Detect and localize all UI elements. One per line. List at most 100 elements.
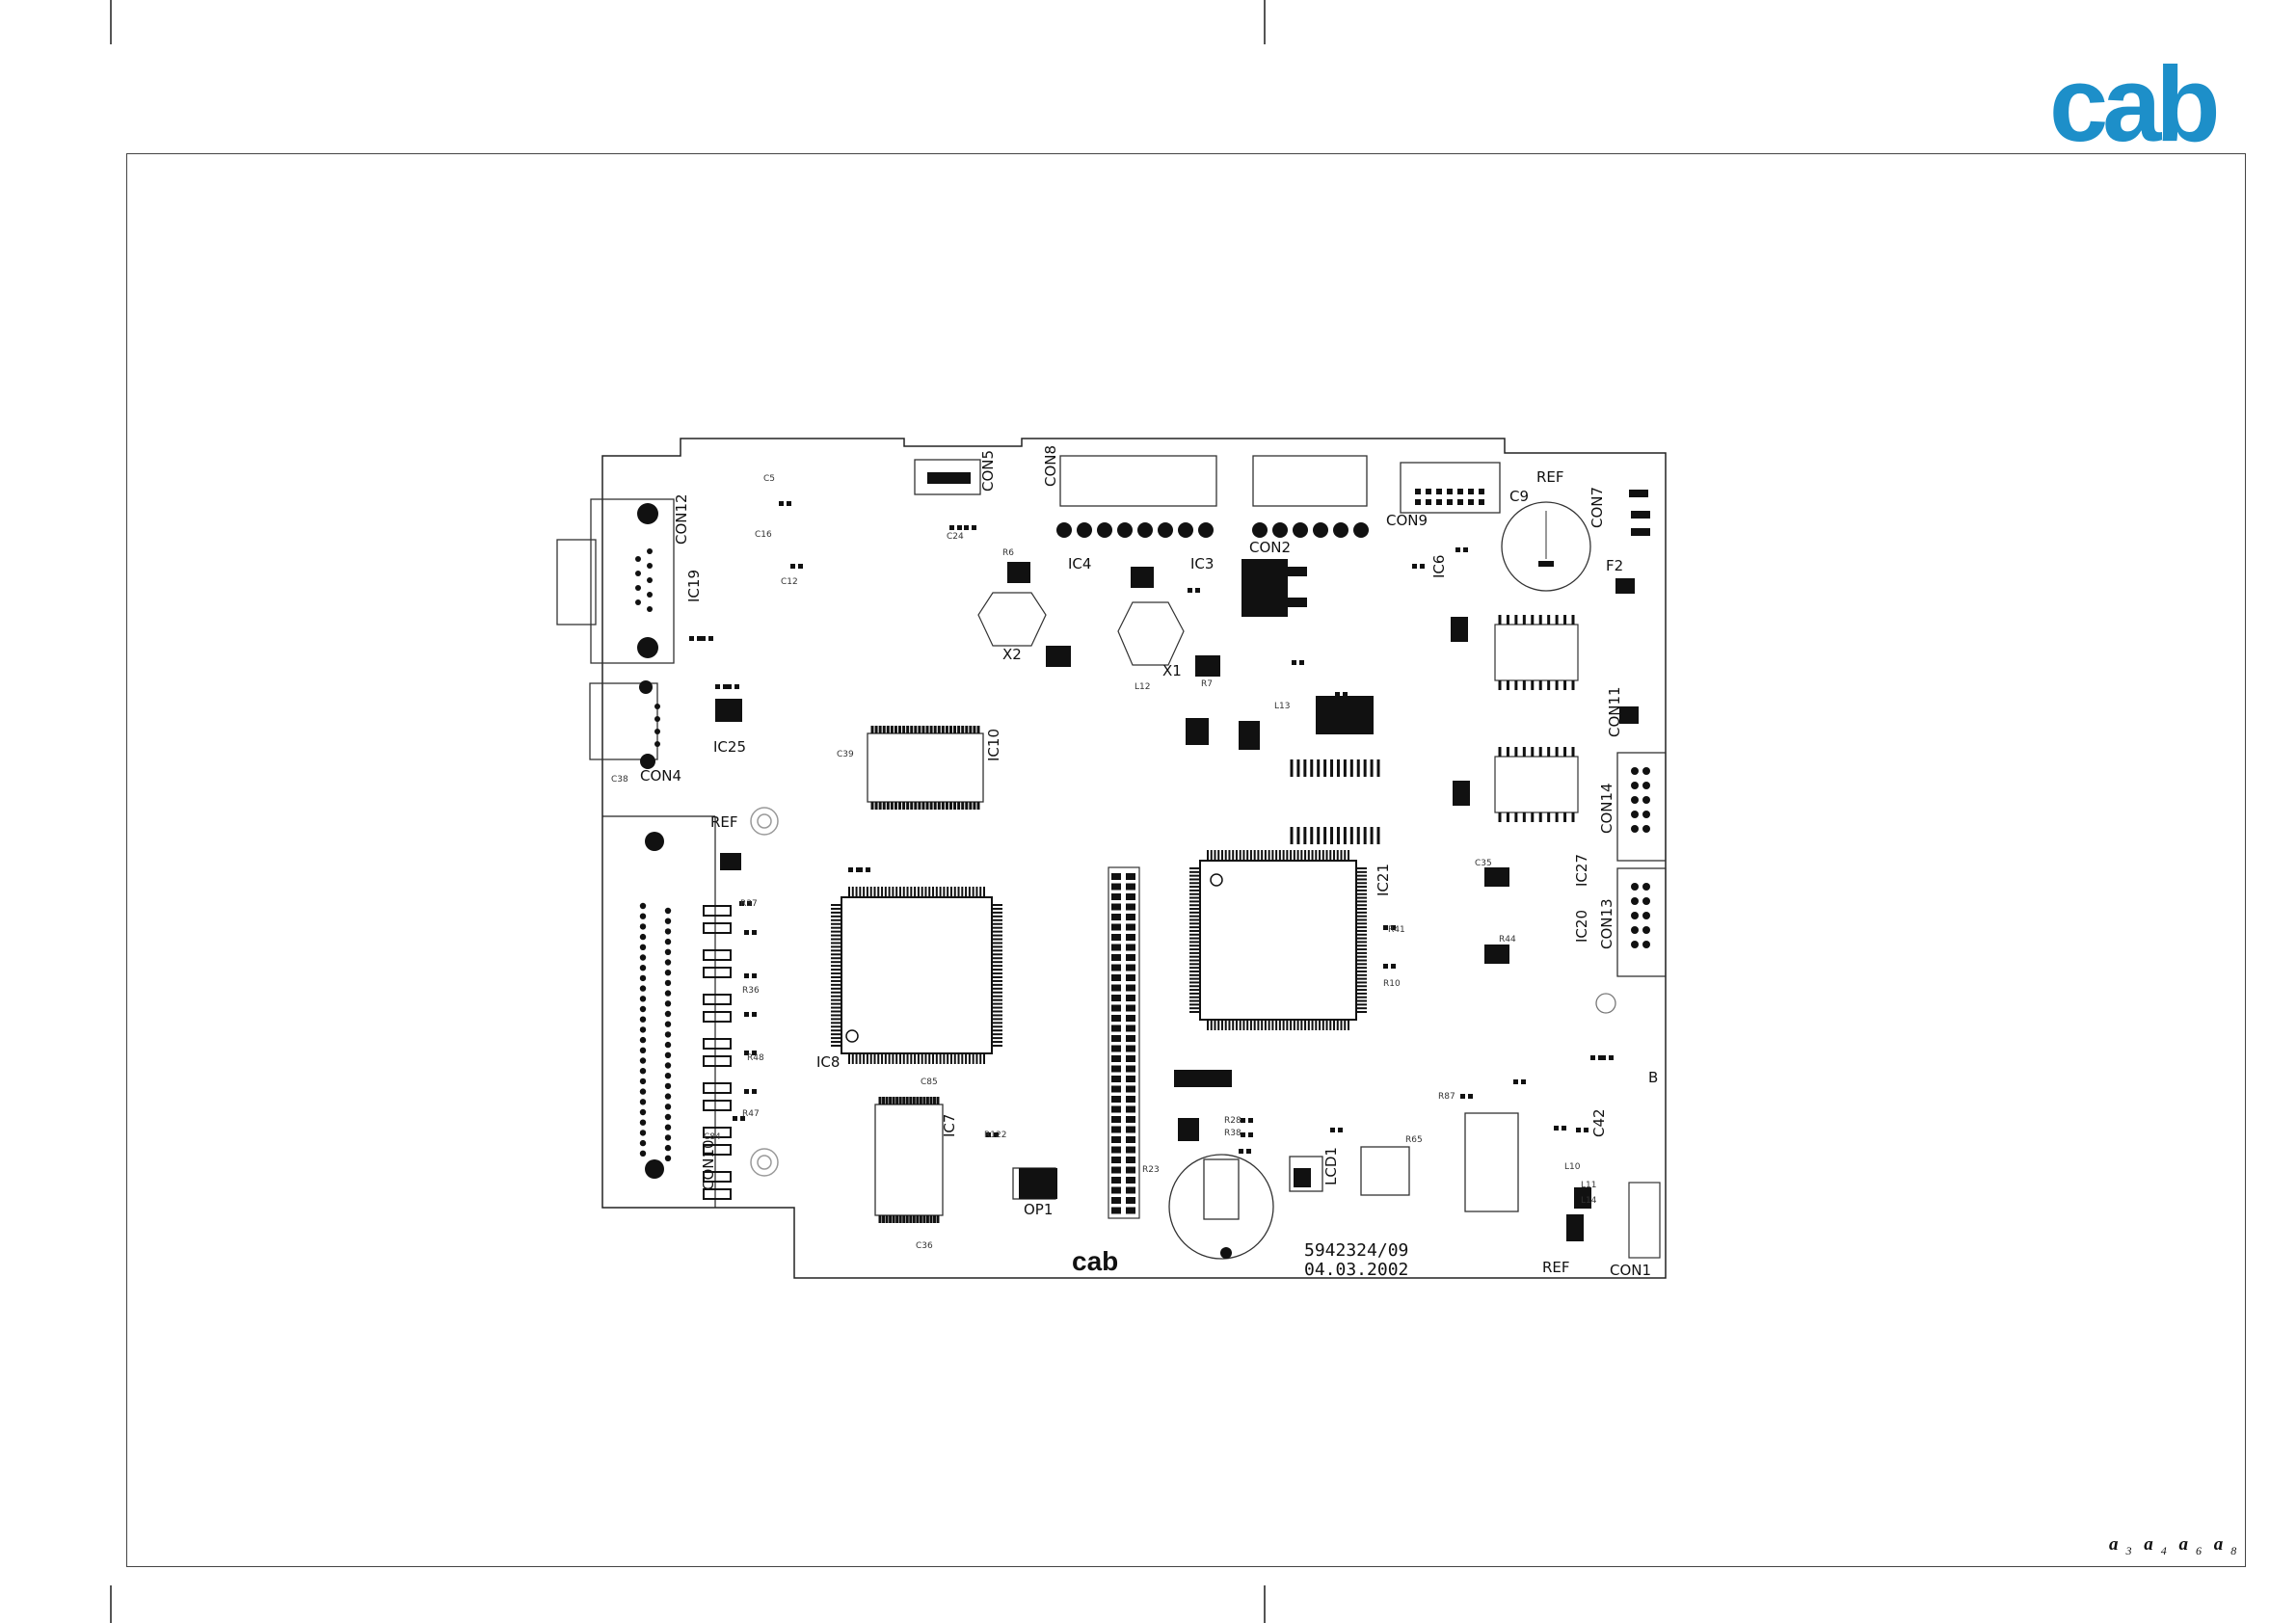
board-outline	[601, 438, 1667, 1279]
ic17-soic	[1464, 1112, 1519, 1212]
con14-connector	[1616, 752, 1667, 862]
label-con9: CON9	[1386, 512, 1428, 529]
label-c39: C39	[837, 750, 854, 759]
ref-hole-2	[750, 1148, 779, 1177]
label-c24: C24	[947, 532, 964, 542]
label-r23: R23	[1142, 1165, 1160, 1175]
date-label: 04.03.2002	[1304, 1260, 1408, 1280]
ic10-soic	[867, 726, 984, 810]
label-ic3: IC3	[1190, 555, 1214, 572]
inductor-l2	[977, 592, 1047, 647]
label-con11: CON11	[1606, 686, 1623, 737]
ic12-soic	[1494, 615, 1579, 690]
label-op1: C42	[1590, 1108, 1608, 1137]
label-ic25: IC25	[713, 738, 746, 756]
label-r38: R38	[1224, 1129, 1241, 1138]
ic21-qfp	[1189, 850, 1367, 1030]
label-ic20: IC20	[1573, 910, 1590, 943]
label-ic7: IC7	[941, 1114, 958, 1137]
inductor-l1	[1117, 601, 1185, 666]
ic13-soic	[1494, 747, 1579, 822]
label-lcd1: C38	[611, 775, 628, 785]
label-con13: CON13	[1598, 898, 1615, 949]
ic16-qfn	[1360, 1146, 1410, 1196]
label-ic8: IC8	[816, 1053, 840, 1071]
label-c84: C84	[704, 1132, 721, 1142]
pin-header-column	[1108, 866, 1140, 1219]
label-xo2: LCD1	[1322, 1147, 1340, 1185]
label-c12: C12	[781, 577, 798, 587]
label-r28: R28	[1224, 1116, 1241, 1126]
crop-mark-top-mid	[1264, 0, 1266, 44]
label-ic4: IC4	[1068, 555, 1091, 572]
label-r65: R65	[1405, 1135, 1423, 1145]
label-r122: R122	[984, 1131, 1006, 1140]
label-c9: C9	[1509, 488, 1529, 505]
label-con8: CON8	[1042, 445, 1059, 487]
label-r87: R87	[1438, 1092, 1455, 1102]
label-l11: L11	[1581, 1181, 1596, 1190]
label-ic19: IC19	[685, 570, 703, 602]
label-r47: R47	[742, 1109, 760, 1119]
label-r37: R37	[740, 899, 758, 909]
ic8-qfp	[831, 887, 1002, 1064]
label-l2: X2	[1002, 646, 1022, 663]
label-l1: X1	[1162, 662, 1182, 679]
label-r10: R10	[1383, 979, 1401, 989]
con2-connector	[1252, 455, 1369, 538]
label-ref: REF	[1536, 468, 1564, 486]
crop-mark-bottom-left	[110, 1585, 112, 1623]
label-c85: C85	[921, 1078, 938, 1087]
label-con10: CON10	[700, 1139, 717, 1190]
label-r48: R48	[747, 1053, 764, 1063]
xo2-oscillator	[1289, 1156, 1323, 1192]
con12-connector	[556, 498, 675, 664]
label-r41: R41	[1388, 925, 1405, 935]
content-frame	[126, 153, 2246, 1567]
label-l13: L13	[1274, 702, 1290, 711]
label-c36: C36	[916, 1241, 933, 1251]
con8-connector	[1056, 455, 1217, 538]
label-r7: R7	[1201, 679, 1213, 689]
label-con14: CON14	[1598, 783, 1615, 834]
con13-connector	[1616, 867, 1667, 977]
c9-capacitor	[1501, 501, 1591, 592]
part-number-label: 5942324/09	[1304, 1240, 1408, 1261]
cab-logo: cab	[2049, 45, 2221, 164]
label-con2: CON2	[1249, 539, 1291, 556]
label-con5: CON5	[979, 450, 997, 492]
q3-regulator	[1241, 559, 1307, 617]
label-ref: REF	[710, 813, 738, 831]
label-ic27: IC27	[1573, 854, 1590, 887]
con1-connector	[1628, 1182, 1661, 1259]
label-con12: CON12	[673, 493, 690, 545]
con4-connector	[589, 680, 660, 769]
con5-connector	[914, 459, 981, 495]
small-parts	[689, 490, 1650, 1241]
label-c5: C5	[763, 474, 775, 484]
label-r6: R6	[1002, 548, 1014, 558]
label-ic10: IC10	[985, 729, 1002, 761]
label-xo1: OP1	[1024, 1201, 1053, 1218]
con10-connector	[639, 832, 672, 1179]
label-corner: B	[1648, 1069, 1658, 1086]
ic11-soic	[1290, 759, 1380, 844]
crop-mark-top-left	[110, 0, 112, 44]
ref-hole-1	[750, 807, 779, 836]
label-c35: C35	[1475, 859, 1492, 868]
label-l10: L10	[1564, 1162, 1581, 1172]
battery-holder	[1168, 1154, 1274, 1260]
label-f2: F2	[1606, 557, 1623, 574]
silk-cab-logo: cab	[1072, 1246, 1118, 1276]
label-con1: CON1	[1610, 1262, 1651, 1279]
label-ic21: IC21	[1375, 864, 1392, 896]
fiducial	[1595, 993, 1616, 1014]
label-c16: C16	[755, 530, 772, 540]
label-r44: R44	[1499, 935, 1516, 945]
